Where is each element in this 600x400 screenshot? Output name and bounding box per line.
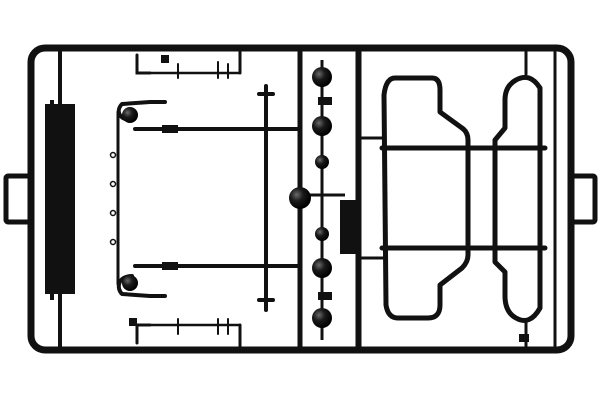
body-frame-part	[360, 50, 548, 348]
frame-rivets	[109, 151, 117, 246]
tab-block	[161, 55, 169, 63]
chassis-frame-part	[116, 84, 300, 312]
wheel-hub	[289, 187, 311, 209]
frame-knob-top	[122, 107, 138, 123]
tab-block	[519, 334, 529, 342]
rod-block	[162, 262, 178, 270]
small-panel-part	[340, 200, 358, 254]
tab-block	[318, 292, 332, 300]
side-tabs	[3, 173, 598, 225]
wheel-hub	[315, 155, 329, 169]
wheel-hub	[312, 258, 332, 278]
left-tab	[3, 173, 35, 225]
rod-block	[162, 125, 178, 133]
wheel-hub	[312, 67, 332, 87]
right-tab	[568, 173, 598, 225]
tab-block	[318, 97, 332, 105]
body-outline-right	[492, 74, 543, 323]
wheel-column	[289, 60, 345, 340]
frame-knob-bottom	[122, 275, 138, 291]
wheel-hub	[312, 308, 332, 328]
long-panel-part	[45, 104, 75, 294]
wheel-hub	[312, 116, 332, 136]
tab-block	[129, 318, 137, 326]
body-outline-left	[381, 75, 471, 321]
wheel-hub	[315, 227, 329, 241]
